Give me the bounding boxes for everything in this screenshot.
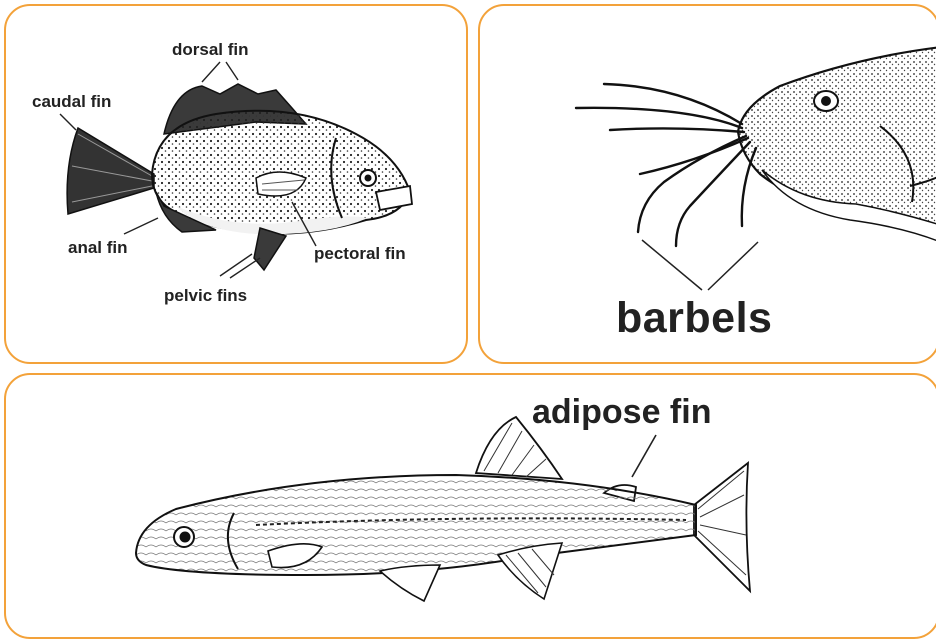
caudal-fin-shape	[67, 128, 154, 214]
anal-fin-label: anal fin	[68, 238, 128, 258]
dorsal-fin-leader	[202, 62, 238, 82]
anal-fin-leader	[124, 218, 158, 234]
trout-panel: adipose fin	[4, 373, 936, 639]
catfish-panel: barbels	[478, 4, 936, 364]
trout-pelvic-fin	[380, 565, 440, 601]
pelvic-fins-label: pelvic fins	[164, 286, 247, 306]
caudal-fin-label: caudal fin	[32, 92, 111, 112]
barbels-label: barbels	[616, 294, 772, 343]
barbels-shape	[576, 84, 756, 246]
sunfish-panel: dorsal fin caudal fin anal fin pectoral …	[4, 4, 468, 364]
adipose-fin-leader	[632, 435, 656, 477]
barbels-leader-left	[642, 240, 702, 290]
dorsal-fin-label: dorsal fin	[172, 40, 249, 60]
trout-illustration	[6, 375, 936, 639]
pelvic-fins-shape	[254, 228, 286, 270]
trout-anal-fin	[498, 543, 562, 599]
pectoral-fin-label: pectoral fin	[314, 244, 406, 264]
trout-body	[136, 475, 696, 575]
adipose-fin-label: adipose fin	[532, 393, 711, 432]
barbels-leader-right	[708, 242, 758, 290]
trout-caudal-fin	[694, 463, 750, 591]
caudal-fin-leader	[60, 114, 76, 130]
